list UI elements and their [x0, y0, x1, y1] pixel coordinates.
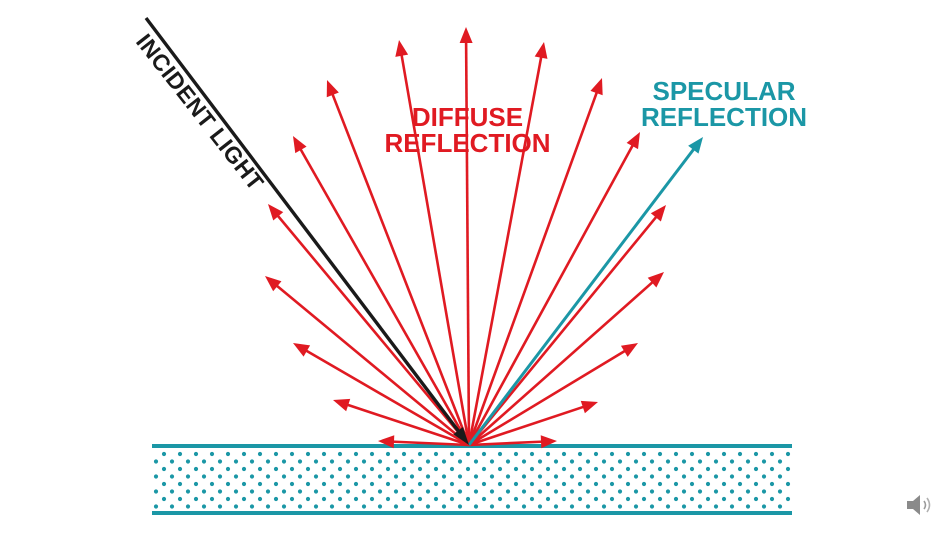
diffuse-ray-shaft — [464, 40, 471, 446]
diffuse-ray-head — [326, 80, 339, 98]
diffuse-ray-shaft — [468, 280, 655, 446]
specular-label-line-1: SPECULAR — [652, 76, 796, 106]
diffuse-ray-head — [395, 40, 409, 57]
diffuse-ray-head — [534, 42, 548, 59]
diffuse-ray-head — [265, 276, 282, 292]
diffuse-ray — [293, 136, 471, 446]
diffuse-ray-head — [378, 435, 395, 449]
diffuse-ray-head — [459, 27, 473, 44]
diffuse-ray — [333, 398, 470, 447]
incident-light-ray — [144, 16, 469, 445]
diffuse-ray-shaft — [467, 90, 599, 446]
diffuse-ray-shaft — [330, 92, 471, 446]
diffuse-ray-shaft — [467, 143, 635, 446]
specular-reflection-ray — [467, 137, 703, 446]
diffuse-ray-head — [540, 435, 557, 449]
diffuse-reflection-label: DIFFUSE REFLECTION — [380, 104, 555, 156]
diffuse-ray-head — [268, 204, 284, 221]
diffuse-reflection-rays — [265, 27, 666, 449]
diffuse-ray-head — [650, 205, 666, 222]
diffuse-ray-shaft — [468, 440, 544, 447]
diffuse-ray-shaft — [467, 214, 659, 446]
diffuse-ray-shaft — [298, 147, 471, 446]
diffuse-ray-shaft — [345, 403, 470, 447]
reflecting-surface — [152, 444, 792, 515]
diffuse-ray-shaft — [400, 53, 471, 446]
diffuse-ray-head — [620, 343, 638, 357]
diffuse-ray-shaft — [468, 349, 627, 447]
diffuse-ray-head — [626, 132, 640, 150]
diffuse-ray-shaft — [467, 55, 543, 446]
diffuse-ray-head — [293, 136, 307, 154]
diffuse-label-line-1: DIFFUSE — [411, 102, 524, 132]
diffuse-ray — [467, 205, 666, 446]
diffuse-ray — [467, 42, 548, 446]
diffuse-ray — [468, 400, 598, 447]
diffuse-ray-head — [293, 343, 311, 357]
diffuse-label-line-2: REFLECTION — [384, 128, 551, 158]
incident-ray-head — [453, 427, 469, 445]
incident-ray-shaft — [144, 16, 461, 434]
diffuse-ray — [468, 272, 664, 446]
speaker-icon[interactable] — [905, 493, 933, 517]
diffuse-ray — [378, 435, 470, 449]
specular-reflection-label: SPECULAR REFLECTION — [636, 78, 812, 130]
diffuse-ray-shaft — [391, 440, 470, 447]
diffuse-ray — [265, 276, 470, 447]
specular-label-line-2: REFLECTION — [640, 102, 808, 132]
specular-ray — [467, 137, 703, 446]
diffuse-ray — [467, 78, 603, 446]
surface-bottom-edge — [152, 511, 792, 515]
diffuse-ray-shaft — [468, 405, 586, 447]
diffuse-ray — [459, 27, 473, 446]
diffuse-ray-shaft — [274, 283, 470, 447]
diffuse-ray-shaft — [304, 348, 470, 447]
diffuse-ray — [467, 132, 640, 446]
diffuse-ray — [468, 343, 638, 447]
diffuse-ray-shaft — [275, 213, 470, 446]
specular-ray-shaft — [467, 147, 696, 446]
diffuse-ray — [395, 40, 471, 446]
diffuse-ray — [293, 343, 470, 447]
diffuse-ray-head — [580, 400, 598, 414]
diffuse-ray — [468, 435, 557, 449]
specular-ray-head — [688, 137, 703, 154]
diffuse-ray-head — [590, 78, 603, 96]
diffuse-ray-head — [333, 398, 351, 412]
diffuse-ray — [268, 204, 470, 446]
diffuse-ray-head — [647, 272, 664, 288]
surface-dot-fill — [152, 450, 792, 512]
diffuse-ray — [326, 80, 471, 446]
